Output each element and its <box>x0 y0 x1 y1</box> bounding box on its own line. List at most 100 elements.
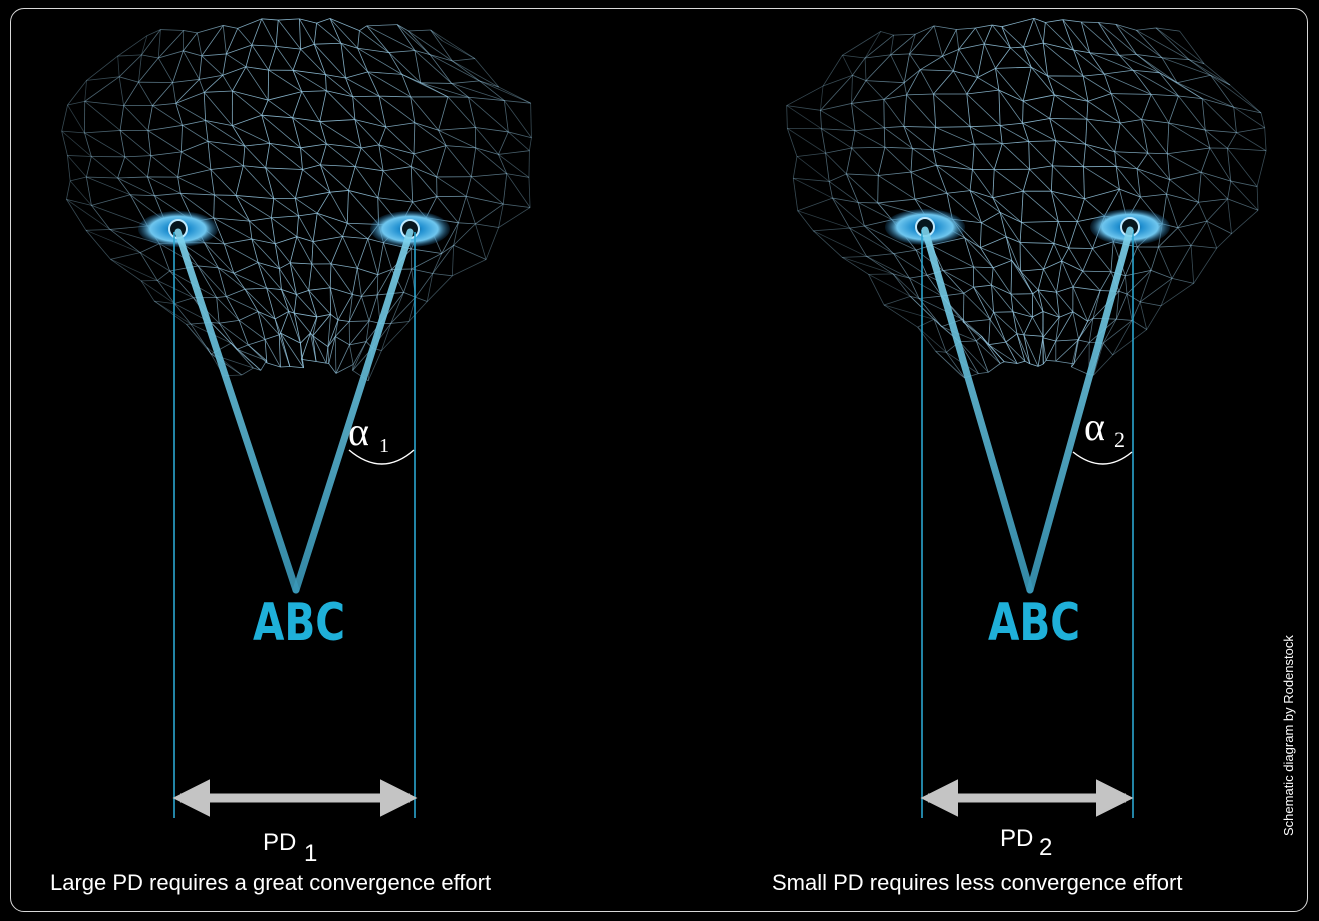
mesh-edge <box>140 280 155 302</box>
mesh-edge <box>1205 129 1237 134</box>
mesh-edge <box>294 169 303 199</box>
mesh-edge <box>884 146 912 173</box>
mesh-edge <box>1120 119 1142 124</box>
mesh-edge <box>797 210 850 229</box>
mesh-edge <box>352 341 367 371</box>
mesh-edge <box>313 44 326 75</box>
mesh-edge <box>1022 169 1030 192</box>
mesh-edge <box>851 103 856 131</box>
mesh-edge <box>1049 118 1087 120</box>
mesh-edge <box>1114 151 1117 167</box>
mesh-edge <box>958 49 978 78</box>
mesh-edge <box>502 173 508 205</box>
mesh-edge <box>1124 275 1128 295</box>
mesh-edge <box>1032 311 1044 318</box>
mesh-edge <box>1005 341 1018 364</box>
mesh-edge <box>124 155 151 158</box>
mesh-edge <box>388 52 421 84</box>
mesh-edge <box>498 86 531 104</box>
mesh-edge <box>960 374 965 379</box>
mesh-edge <box>281 289 297 295</box>
mesh-edge <box>436 145 447 178</box>
mesh-edge <box>186 324 208 348</box>
mesh-edge <box>1042 42 1048 76</box>
mesh-edge <box>1200 147 1211 173</box>
mesh-edge <box>222 75 233 92</box>
mesh-edge <box>832 197 865 227</box>
mesh-edge <box>893 253 910 279</box>
mesh-edge <box>1080 21 1091 53</box>
mesh-edge <box>498 131 509 155</box>
mesh-edge <box>298 215 314 242</box>
mesh-edge <box>933 70 954 95</box>
mesh-edge <box>367 71 380 97</box>
mesh-edge <box>326 90 353 98</box>
mesh-edge <box>275 236 298 245</box>
mesh-edge <box>447 96 476 128</box>
mesh-edge <box>315 361 327 364</box>
mesh-edge <box>917 326 936 352</box>
mesh-edge <box>67 155 71 181</box>
mesh-edge <box>503 100 509 132</box>
mesh-edge <box>438 130 447 146</box>
mesh-edge <box>1031 66 1048 77</box>
mesh-edge <box>377 170 384 198</box>
mesh-edge <box>1155 27 1180 32</box>
mesh-edge <box>453 223 476 246</box>
mesh-edge <box>310 316 318 334</box>
mesh-edge <box>883 304 935 320</box>
mesh-edge <box>311 241 314 265</box>
mesh-edge <box>312 236 343 243</box>
mesh-edge <box>261 114 301 149</box>
mesh-edge <box>959 341 989 373</box>
mesh-edge <box>909 53 921 71</box>
mesh-edge <box>909 53 943 57</box>
mesh-edge <box>1171 277 1194 284</box>
mesh-edge <box>1028 141 1030 170</box>
mesh-edge <box>468 97 476 128</box>
mesh-edge <box>1062 19 1090 54</box>
mesh-edge <box>1016 333 1026 362</box>
mesh-edge <box>868 273 911 297</box>
mesh-edge <box>67 104 85 134</box>
mesh-edge <box>445 145 472 178</box>
mesh-edge <box>147 130 182 153</box>
mesh-edge <box>301 91 321 122</box>
mesh-edge <box>1050 191 1059 222</box>
mesh-edge <box>347 222 369 240</box>
mesh-edge <box>934 25 957 30</box>
mesh-edge <box>274 243 280 269</box>
mesh-edge <box>999 212 1021 243</box>
mesh-edge <box>204 242 235 274</box>
mesh-edge <box>61 131 68 156</box>
mesh-edge <box>292 117 301 148</box>
mesh-edge <box>86 176 118 179</box>
mesh-edge <box>294 312 317 318</box>
mesh-edge <box>207 141 244 167</box>
mesh-edge <box>223 243 235 274</box>
mesh-edge <box>1056 286 1074 293</box>
mesh-edge <box>1177 220 1207 229</box>
mesh-edge <box>946 190 971 194</box>
mesh-edge <box>260 360 267 371</box>
mesh-edge <box>300 147 321 166</box>
mesh-edge <box>85 229 141 253</box>
mesh-edge <box>261 114 293 119</box>
mesh-edge <box>292 117 320 122</box>
mesh-edge <box>993 143 1003 170</box>
mesh-edge <box>349 320 370 322</box>
mesh-edge <box>1147 152 1168 155</box>
mesh-edge <box>963 319 991 323</box>
mesh-edge <box>992 267 1012 295</box>
mesh-edge <box>201 55 224 76</box>
mesh-edge <box>942 48 959 57</box>
mesh-edge <box>1028 140 1056 142</box>
mesh-edge <box>1150 94 1170 124</box>
mesh-edge <box>312 335 317 362</box>
mesh-edge <box>1072 311 1088 322</box>
mesh-edge <box>218 267 235 274</box>
mesh-edge <box>933 149 973 170</box>
mesh-edge <box>1168 95 1179 124</box>
mesh-edge <box>177 176 215 196</box>
mesh-edge <box>175 91 205 104</box>
